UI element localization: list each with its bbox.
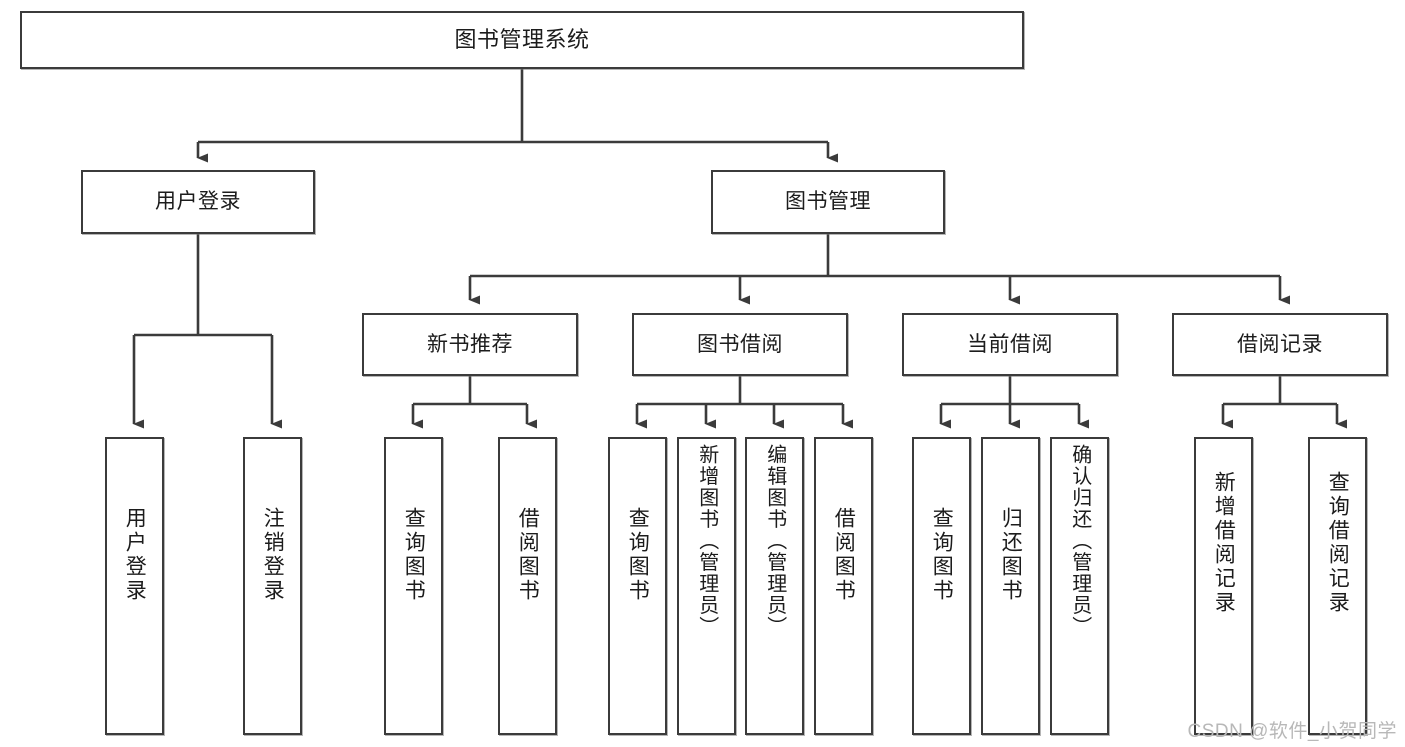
node-label: 查询借阅记录: [1326, 471, 1350, 615]
node-label: 注销登录: [261, 507, 285, 603]
node-label: 编辑图书（管理员）: [763, 444, 786, 638]
leaf-user-login-logout[interactable]: 注销登录: [243, 437, 302, 735]
node-label: 图书管理: [785, 190, 871, 214]
node-user-login[interactable]: 用户登录: [81, 170, 315, 234]
node-label: 借阅图书: [832, 507, 856, 603]
node-label: 图书管理系统: [454, 26, 590, 52]
node-label: 新增借阅记录: [1212, 471, 1236, 615]
node-label: 当前借阅: [967, 332, 1053, 356]
node-label: 借阅图书: [516, 507, 540, 603]
node-label: 图书借阅: [697, 332, 783, 356]
leaf-new-book-borrow-book[interactable]: 借阅图书: [498, 437, 557, 735]
csdn-watermark: CSDN @软件_小贺同学: [1187, 721, 1397, 742]
leaf-user-login-login[interactable]: 用户登录: [105, 437, 164, 735]
leaf-new-book-query-book[interactable]: 查询图书: [384, 437, 443, 735]
node-label: 用户登录: [155, 190, 241, 214]
node-label: 确认归还（管理员）: [1068, 444, 1091, 638]
leaf-book-borrow-edit-book-admin[interactable]: 编辑图书（管理员）: [745, 437, 804, 735]
node-borrow-record[interactable]: 借阅记录: [1172, 313, 1388, 376]
leaf-current-borrow-query-book[interactable]: 查询图书: [912, 437, 971, 735]
leaf-current-borrow-confirm-return-admin[interactable]: 确认归还（管理员）: [1050, 437, 1109, 735]
node-new-book-recommend[interactable]: 新书推荐: [362, 313, 578, 376]
leaf-current-borrow-return-book[interactable]: 归还图书: [981, 437, 1040, 735]
node-label: 归还图书: [999, 507, 1023, 603]
node-label: 查询图书: [626, 507, 650, 603]
node-book-borrow[interactable]: 图书借阅: [632, 313, 848, 376]
leaf-book-borrow-add-book-admin[interactable]: 新增图书（管理员）: [677, 437, 736, 735]
node-label: 查询图书: [930, 507, 954, 603]
leaf-borrow-record-add-record[interactable]: 新增借阅记录: [1194, 437, 1253, 735]
node-label: 用户登录: [123, 507, 147, 603]
node-label: 新增图书（管理员）: [695, 444, 718, 638]
leaf-book-borrow-query-book[interactable]: 查询图书: [608, 437, 667, 735]
leaf-book-borrow-borrow-book[interactable]: 借阅图书: [814, 437, 873, 735]
node-label: 新书推荐: [427, 332, 513, 356]
node-label: 查询图书: [402, 507, 426, 603]
node-root-book-management-system[interactable]: 图书管理系统: [20, 11, 1024, 69]
node-book-management[interactable]: 图书管理: [711, 170, 945, 234]
leaf-borrow-record-query-record[interactable]: 查询借阅记录: [1308, 437, 1367, 735]
node-current-borrow[interactable]: 当前借阅: [902, 313, 1118, 376]
node-label: 借阅记录: [1237, 332, 1323, 356]
